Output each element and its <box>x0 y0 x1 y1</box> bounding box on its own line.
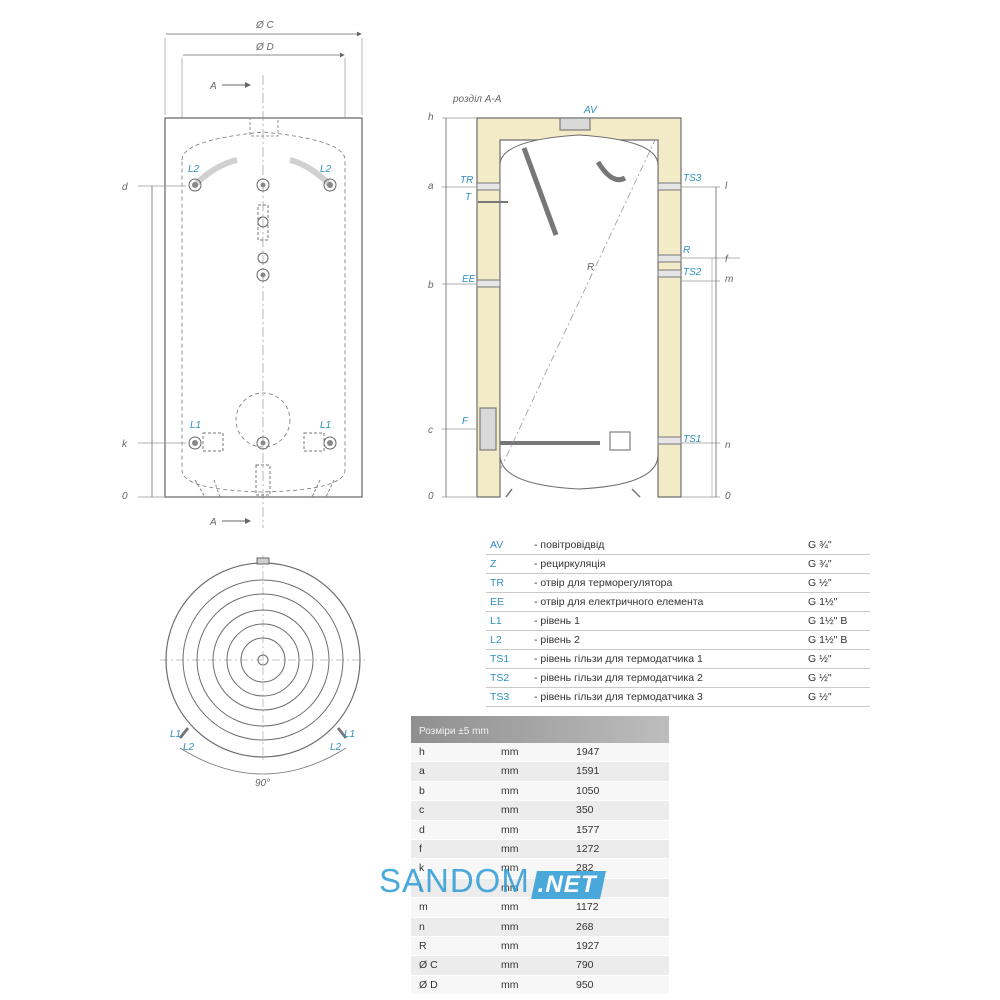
section-dim-n: n <box>725 440 731 451</box>
front-dim-d: d <box>122 182 128 193</box>
section-dim-l: l <box>725 181 728 192</box>
front-view: Ø C Ø D A A <box>122 20 363 528</box>
section-dim-c: c <box>428 425 433 436</box>
front-label-l2-left: L2 <box>188 164 200 175</box>
front-dim-k: k <box>122 439 128 450</box>
section-label-r: R <box>683 245 690 256</box>
top-label-l2-right: L2 <box>330 742 342 753</box>
top-angle-label: 90° <box>255 778 270 789</box>
section-label-f: F <box>462 416 469 427</box>
section-dim-m: m <box>725 274 733 285</box>
section-a-top: A <box>209 81 217 92</box>
section-label-t: T <box>465 192 472 203</box>
front-label-l1-left: L1 <box>190 420 201 431</box>
section-dim-0-right: 0 <box>725 491 731 502</box>
section-label-ee: EE <box>462 274 476 285</box>
section-title: розділ A-A <box>452 94 502 105</box>
front-label-l2-right: L2 <box>320 164 332 175</box>
top-label-l1-left: L1 <box>170 729 181 740</box>
front-dim-0: 0 <box>122 491 128 502</box>
section-label-ts3: TS3 <box>683 173 702 184</box>
section-a-bottom: A <box>209 517 217 528</box>
dim-c-label: Ø C <box>255 20 275 31</box>
section-view: розділ A-A R AV TR T EE F TS3 R T <box>428 94 740 502</box>
top-view: 90° L1 L2 L1 L2 <box>160 555 368 789</box>
top-label-l2-left: L2 <box>183 742 195 753</box>
dim-d-label: Ø D <box>255 42 274 53</box>
section-dim-b: b <box>428 280 434 291</box>
section-dim-h: h <box>428 112 434 123</box>
watermark-logo: SANDOM.NET <box>379 862 606 900</box>
front-label-l1-right: L1 <box>320 420 331 431</box>
section-label-tr: TR <box>460 175 473 186</box>
section-dim-0-left: 0 <box>428 491 434 502</box>
section-label-ts1: TS1 <box>683 434 701 445</box>
top-label-l1-right: L1 <box>344 729 355 740</box>
section-radius-label: R <box>587 262 594 273</box>
section-label-ts2: TS2 <box>683 267 702 278</box>
section-label-av: AV <box>583 105 598 116</box>
section-dim-f: f <box>725 254 729 265</box>
section-dim-a: a <box>428 181 434 192</box>
dimensions-header: Розміри ±5 mm <box>411 716 669 743</box>
